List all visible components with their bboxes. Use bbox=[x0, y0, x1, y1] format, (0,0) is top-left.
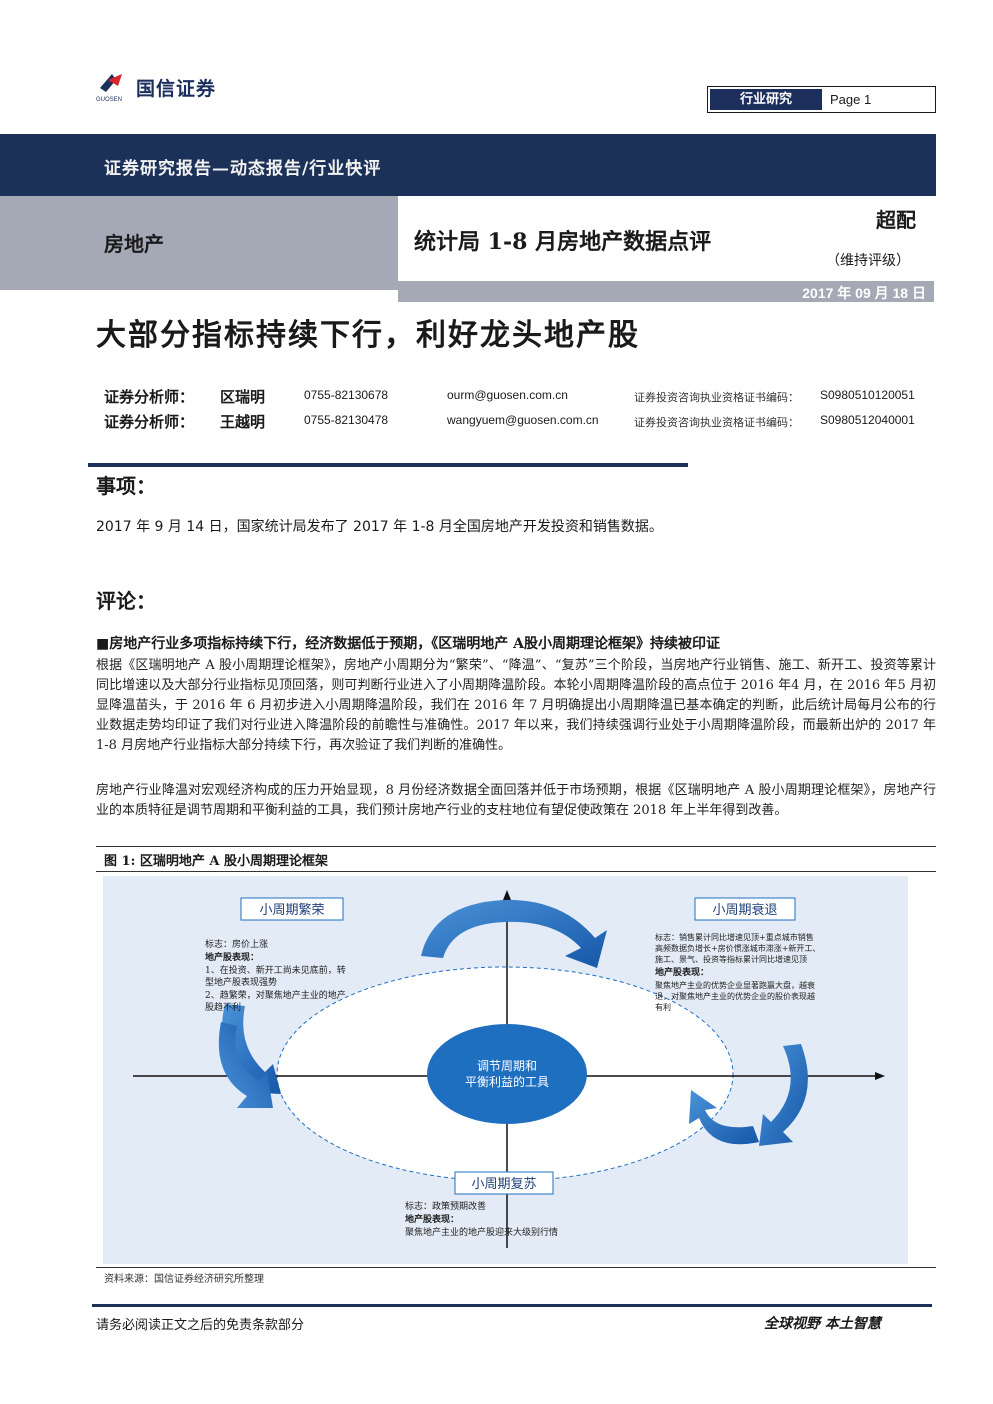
report-type-band: 证券研究报告—动态报告/行业快评 bbox=[0, 134, 936, 196]
footer-rule bbox=[92, 1304, 932, 1307]
recovery-text-line: 标志：政策预期改善 bbox=[405, 1200, 486, 1212]
decline-text-line: 聚焦地产主业的优势企业显著跑赢大盘，越衰 bbox=[655, 980, 815, 990]
figure-top-rule bbox=[96, 846, 936, 847]
header-box: 行业研究 Page 1 bbox=[707, 86, 936, 113]
event-text: 2017 年 9 月 14 日，国家统计局发布了 2017 年 1-8 月全国房… bbox=[96, 519, 663, 535]
right-lower-arrow-icon bbox=[689, 1090, 759, 1145]
analyst-name: 区瑞明 bbox=[220, 388, 266, 406]
axis-arrow-icon bbox=[503, 890, 511, 900]
recovery-text-line: 聚焦地产主业的地产股迎来大级别行情 bbox=[405, 1226, 558, 1238]
decline-text-line: 施工、景气、投资等指标累计同比增速见顶 bbox=[655, 954, 807, 964]
report-category: 行业研究 bbox=[710, 89, 822, 110]
analyst-email[interactable]: ourm@guosen.com.cn bbox=[447, 388, 568, 402]
logo-text: 国信证券 bbox=[136, 78, 217, 100]
left-curved-arrow-icon bbox=[222, 1004, 281, 1094]
recovery-title-box bbox=[454, 1171, 554, 1195]
comment-paragraph-2: 房地产行业降温对宏观经济构成的压力开始显现，8 月份经济数据全面回落并低于市场预… bbox=[96, 783, 936, 818]
logo-mark-icon bbox=[100, 74, 122, 92]
decline-text-line: 高频数据负增长+房价惯涨城市滞涨+新开工、 bbox=[655, 943, 820, 953]
decline-text-line: 有利 bbox=[655, 1002, 671, 1012]
analyst-role: 证券分析师： bbox=[104, 388, 195, 406]
rating: 超配 bbox=[876, 208, 916, 232]
report-type: 证券研究报告—动态报告/行业快评 bbox=[104, 159, 382, 179]
analyst-name: 王越明 bbox=[220, 413, 266, 431]
axis-arrow-icon bbox=[875, 1072, 885, 1080]
top-curved-arrow-icon bbox=[421, 899, 607, 968]
analyst-row: 证券分析师： 王越明 0755-82130478 wangyuem@guosen… bbox=[104, 411, 934, 433]
logo-subtext: GUOSEN bbox=[96, 97, 123, 103]
rating-note: （维持评级） bbox=[826, 253, 910, 269]
decline-text-line: 地产股表现： bbox=[655, 966, 709, 978]
cycle-diagram-svg: 调节周期和 平衡利益的工具 小周期繁荣 标志：房价上涨 地产股表现： 1、在投资… bbox=[133, 890, 885, 1248]
comment-paragraph-1: 根据《区瑞明地产 A 股小周期理论框架》，房地产小周期分为“繁荣”、“降温”、“… bbox=[96, 658, 936, 753]
section-divider bbox=[88, 463, 688, 467]
footer-disclaimer: 请务必阅读正文之后的免责条款部分 bbox=[96, 1318, 305, 1333]
decline-text-line: 标志：销售累计同比增速见顶+重点城市销售 bbox=[655, 932, 814, 942]
sector-band: 房地产 bbox=[0, 196, 398, 290]
boom-title-box bbox=[240, 897, 344, 921]
comment-heading: 评论： bbox=[96, 589, 156, 613]
decline-title-box bbox=[694, 897, 796, 921]
company-logo: 国信证券 GUOSEN bbox=[96, 70, 246, 106]
report-title: 统计局 1-8 月房地产数据点评 bbox=[414, 229, 712, 255]
boom-text-line: 地产股表现： bbox=[205, 951, 259, 963]
analyst-phone: 0755-82130678 bbox=[304, 388, 389, 402]
figure-bottom-rule bbox=[96, 1267, 936, 1268]
center-disc bbox=[427, 1024, 587, 1124]
boom-text-line: 2、趋繁荣，对聚焦地产主业的地产 bbox=[205, 989, 346, 1001]
recovery-text-line: 地产股表现： bbox=[405, 1213, 459, 1225]
figure-caption-rule bbox=[96, 871, 936, 872]
boom-text-line: 型地产股表现强势 bbox=[205, 976, 277, 988]
analyst-phone: 0755-82130478 bbox=[304, 413, 389, 427]
recovery-title: 小周期复苏 bbox=[471, 1176, 536, 1192]
figure-caption: 图 1: 区瑞明地产 A 股小周期理论框架 bbox=[104, 854, 329, 869]
figure-source: 资料来源：国信证券经济研究所整理 bbox=[104, 1274, 264, 1285]
center-label-line: 平衡利益的工具 bbox=[465, 1074, 549, 1089]
center-label-line: 调节周期和 bbox=[477, 1059, 537, 1073]
sector-name: 房地产 bbox=[104, 232, 164, 256]
event-heading: 事项： bbox=[96, 474, 156, 498]
boom-title: 小周期繁荣 bbox=[259, 902, 324, 918]
analyst-role: 证券分析师： bbox=[104, 413, 195, 431]
decline-text-line: 退，对聚焦地产主业的优势企业的股价表现越 bbox=[655, 991, 815, 1001]
license-label: 证券投资咨询执业资格证书编码： bbox=[634, 391, 799, 404]
boom-text-line: 标志：房价上涨 bbox=[205, 938, 268, 950]
license-number: S0980510120051 bbox=[820, 388, 915, 402]
boom-text-line: 股趋不利 bbox=[205, 1001, 241, 1013]
decline-title: 小周期衰退 bbox=[712, 902, 777, 918]
cycle-diagram: 调节周期和 平衡利益的工具 小周期繁荣 标志：房价上涨 地产股表现： 1、在投资… bbox=[103, 876, 908, 1264]
comment-subheading: ■房地产行业多项指标持续下行，经济数据低于预期，《区瑞明地产 A股小周期理论框架… bbox=[96, 636, 720, 652]
license-label: 证券投资咨询执业资格证书编码： bbox=[634, 416, 799, 429]
left-lower-arrow-icon bbox=[218, 1022, 273, 1108]
report-date: 2017 年 09 月 18 日 bbox=[802, 285, 926, 301]
page-number: Page 1 bbox=[830, 92, 872, 107]
footer-slogan: 全球视野 本土智慧 bbox=[764, 1316, 881, 1332]
date-bar: 2017 年 09 月 18 日 bbox=[398, 281, 934, 302]
analyst-row: 证券分析师： 区瑞明 0755-82130678 ourm@guosen.com… bbox=[104, 386, 934, 408]
headline: 大部分指标持续下行，利好龙头地产股 bbox=[96, 318, 640, 353]
license-number: S0980512040001 bbox=[820, 413, 915, 427]
boom-text-line: 1、在投资、新开工尚未见底前，转 bbox=[205, 964, 346, 976]
analyst-email[interactable]: wangyuem@guosen.com.cn bbox=[447, 413, 599, 427]
right-curved-arrow-icon bbox=[759, 1044, 808, 1146]
